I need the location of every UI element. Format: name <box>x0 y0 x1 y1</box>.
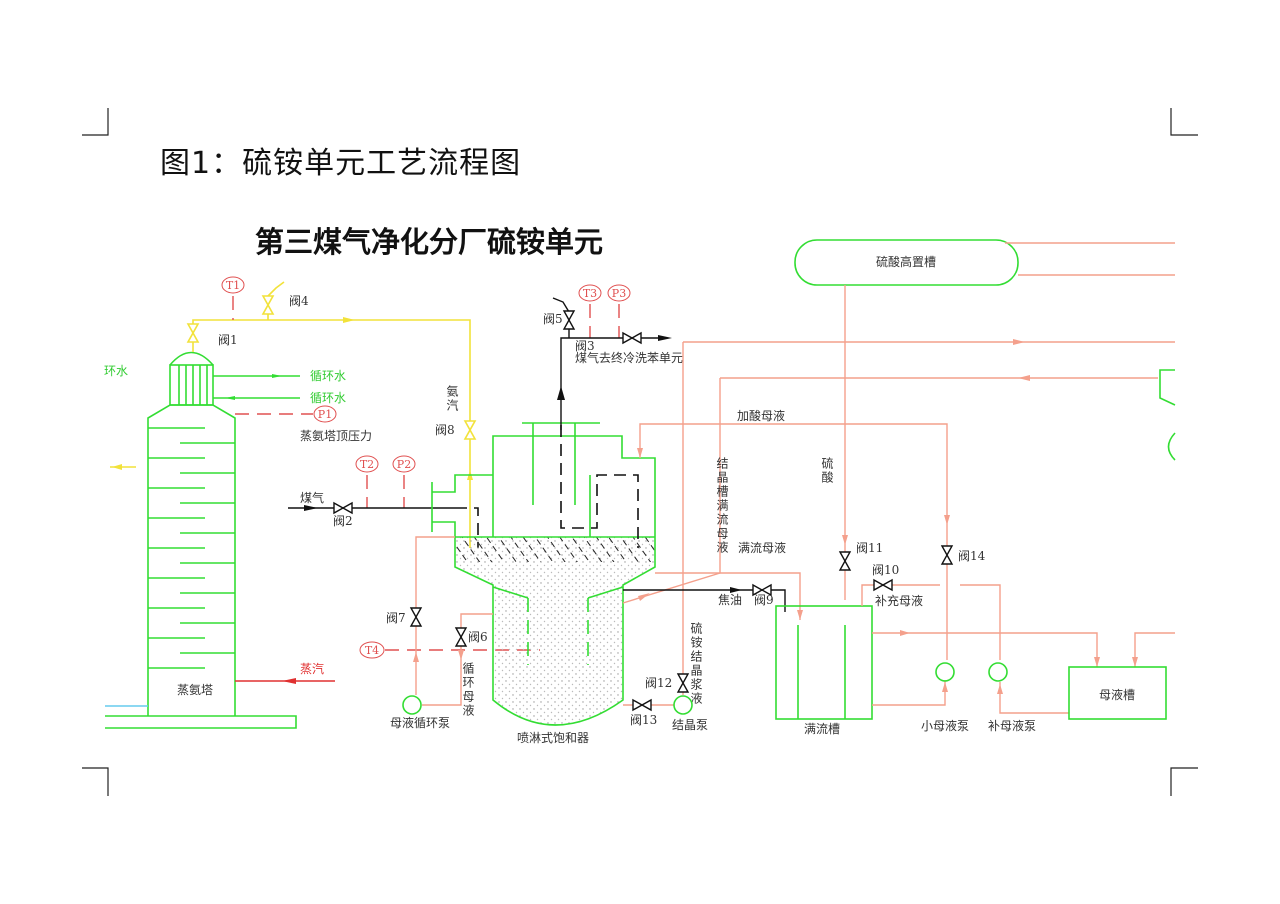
valve-8[interactable] <box>464 420 476 440</box>
valve-13-label: 阀13 <box>630 713 657 727</box>
svg-text:P2: P2 <box>397 458 411 471</box>
svg-text:满流槽: 满流槽 <box>804 722 840 736</box>
small-mother-pump[interactable]: 小母液泵 <box>921 662 969 733</box>
valve-1[interactable] <box>187 323 199 343</box>
makeup-mother-label: 补充母液 <box>875 593 923 608</box>
ammonia-still-label: 蒸氨塔 <box>177 683 213 697</box>
svg-text:T4: T4 <box>365 644 379 657</box>
saturator-label: 喷淋式饱和器 <box>517 730 589 745</box>
instrument-p1[interactable]: P1 <box>313 405 337 423</box>
valve-6[interactable] <box>455 627 467 647</box>
sulfuric-acid-label: 硫酸 <box>820 456 834 485</box>
gas-in-label: 煤气 <box>300 490 324 505</box>
tar-label: 焦油 <box>718 593 742 607</box>
acid-mother-label: 加酸母液 <box>737 408 785 423</box>
overflow-tank: 满流槽 <box>775 605 873 736</box>
valve-4-label: 阀4 <box>289 294 309 308</box>
instrument-t3[interactable]: T3 <box>578 284 602 302</box>
circulation-pump[interactable]: 母液循环泵 <box>390 695 450 730</box>
circ-water-label-2: 循环水 <box>310 391 346 405</box>
instrument-p2[interactable]: P2 <box>392 455 416 473</box>
circ-water-label-left: 环水 <box>104 364 128 378</box>
valve-5[interactable] <box>563 310 575 330</box>
valve-3-label: 阀3 <box>575 339 595 353</box>
valve-12[interactable] <box>677 673 689 693</box>
valve-5-label: 阀5 <box>543 312 563 326</box>
valve-3[interactable] <box>622 332 642 344</box>
valve-7-label: 阀7 <box>386 611 406 625</box>
slurry-label: 硫铵结晶浆液 <box>689 621 703 706</box>
valve-11-label: 阀11 <box>856 541 883 555</box>
tar-line <box>623 589 786 612</box>
cooling-water-lines <box>213 375 300 399</box>
svg-text:T1: T1 <box>226 279 240 292</box>
svg-text:母液循环泵: 母液循环泵 <box>390 715 450 730</box>
svg-text:T2: T2 <box>360 458 374 471</box>
valve-10-label: 阀10 <box>872 563 899 577</box>
valve-6-label: 阀6 <box>468 630 488 644</box>
circ-mother-label: 循环母液 <box>461 662 475 718</box>
crop-marks <box>82 108 1198 796</box>
svg-text:T3: T3 <box>583 287 597 300</box>
svg-text:结晶泵: 结晶泵 <box>672 718 708 732</box>
ammonia-vapor-label: 氨汽 <box>445 385 459 413</box>
mother-liquor-tank: 母液槽 <box>1068 666 1167 720</box>
svg-text:P1: P1 <box>318 408 332 421</box>
valve-8-label: 阀8 <box>435 423 455 437</box>
valve-9-label: 阀9 <box>754 593 774 607</box>
valve-4[interactable] <box>262 295 274 315</box>
valve-11[interactable] <box>839 551 851 571</box>
svg-text:硫酸高置槽: 硫酸高置槽 <box>876 254 936 269</box>
ammonia-still: 蒸氨塔 <box>105 351 297 729</box>
valve-14-label: 阀14 <box>958 549 986 563</box>
valve-1-label: 阀1 <box>218 333 238 347</box>
svg-text:小母液泵: 小母液泵 <box>921 718 969 733</box>
instrument-t4[interactable]: T4 <box>359 641 385 659</box>
overflow-mother-label: 满流母液 <box>738 540 786 555</box>
figure-caption: 图1：硫铵单元工艺流程图 <box>160 146 522 181</box>
circ-water-label-1: 循环水 <box>310 369 346 383</box>
valve-13[interactable] <box>632 699 652 711</box>
instrument-t2[interactable]: T2 <box>355 455 379 473</box>
top-pressure-label: 蒸氨塔顶压力 <box>300 429 372 443</box>
saturator: 喷淋式饱和器 <box>431 422 656 745</box>
valve-14[interactable] <box>941 545 953 565</box>
valve-2-label: 阀2 <box>333 514 353 528</box>
svg-text:补母液泵: 补母液泵 <box>988 718 1036 733</box>
steam-label: 蒸汽 <box>300 661 324 676</box>
valve-2[interactable] <box>333 502 353 514</box>
sulfuric-acid-tank: 硫酸高置槽 <box>794 239 1019 286</box>
svg-text:母液槽: 母液槽 <box>1099 687 1135 702</box>
valve-10[interactable] <box>873 579 893 591</box>
valve-7[interactable] <box>410 607 422 627</box>
gas-out-label: 煤气去终冷洗苯单元 <box>575 350 683 365</box>
instrument-t1[interactable]: T1 <box>221 276 245 294</box>
svg-text:P3: P3 <box>612 287 626 300</box>
valve-12-label: 阀12 <box>645 676 672 690</box>
makeup-mother-pump[interactable]: 补母液泵 <box>988 662 1036 733</box>
crystal-pump[interactable]: 结晶泵 <box>672 695 708 732</box>
instrument-p3[interactable]: P3 <box>607 284 631 302</box>
diagram-title: 第三煤气净化分厂硫铵单元 <box>255 225 603 259</box>
cryst-overflow-label: 结晶槽满流母液 <box>715 457 729 555</box>
